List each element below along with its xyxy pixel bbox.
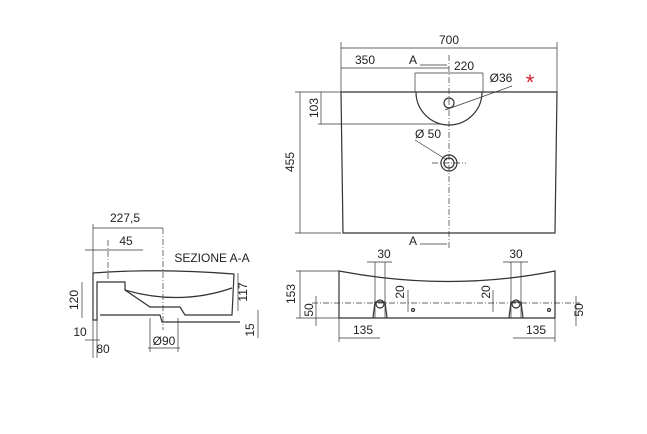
dim-20-right: 20 <box>479 285 493 299</box>
dim-50-left: 50 <box>302 303 316 317</box>
dim-30-left: 30 <box>377 247 391 261</box>
leader <box>414 139 448 161</box>
dim-135-right: 135 <box>526 323 546 337</box>
base-line <box>100 314 240 323</box>
dim-103: 103 <box>307 98 321 118</box>
dim-120: 120 <box>67 290 81 310</box>
section-title: SEZIONE A-A <box>174 251 249 265</box>
front-view: 30 30 20 20 153 50 50 135 135 <box>284 247 586 342</box>
section-mark-bottom: A <box>409 234 417 248</box>
section-outline <box>92 270 235 321</box>
dim-tap-hole: Ø36 <box>490 71 513 85</box>
dot <box>410 307 416 313</box>
dim-drain: Ø 50 <box>415 127 441 141</box>
front-outline <box>338 270 556 319</box>
dot <box>546 307 552 313</box>
fixing-hole <box>375 299 385 309</box>
fixing-brackets <box>372 301 524 319</box>
dim-80: 80 <box>96 342 110 356</box>
basin-outline-top <box>340 91 558 234</box>
top-view: 700 350 A 220 Ø36 * Ø 50 A 455 103 <box>283 33 558 248</box>
fixing-hole <box>511 299 521 309</box>
dim-30-right: 30 <box>509 247 523 261</box>
dim-45: 45 <box>119 234 133 248</box>
leader <box>444 85 513 111</box>
dim-117: 117 <box>236 282 250 301</box>
dim-455: 455 <box>283 152 297 172</box>
dim-15: 15 <box>243 323 257 337</box>
dim-700: 700 <box>439 33 459 47</box>
dim-135-left: 135 <box>353 323 373 337</box>
dim-50-right: 50 <box>572 303 586 317</box>
dim-220: 220 <box>454 59 474 73</box>
dim-350: 350 <box>355 53 375 67</box>
dim-227-5: 227,5 <box>110 211 140 225</box>
dim-drain-90: Ø90 <box>153 334 176 348</box>
section-view: 227,5 45 SEZIONE A-A 120 117 10 80 Ø90 1… <box>67 211 259 358</box>
bowl-curve <box>124 287 233 299</box>
dim-20-left: 20 <box>393 285 407 299</box>
section-mark-top: A <box>409 53 417 67</box>
dim-153: 153 <box>284 284 298 304</box>
note-asterisk: * <box>526 70 535 95</box>
dim-10: 10 <box>73 325 87 339</box>
